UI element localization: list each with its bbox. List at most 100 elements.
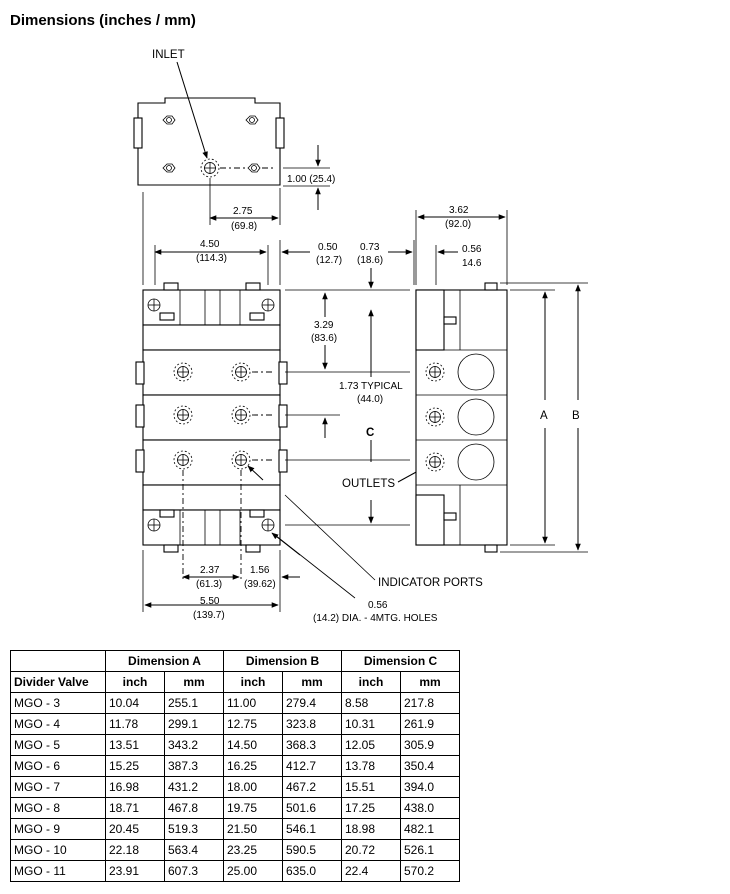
hex-bolt-icon bbox=[247, 163, 261, 173]
dim-237-in-label: 2.37 bbox=[200, 565, 220, 576]
table-cell: 13.78 bbox=[341, 755, 401, 777]
table-cell: 501.6 bbox=[282, 797, 342, 819]
table-cell: 11.78 bbox=[105, 713, 165, 735]
table-cell: 607.3 bbox=[164, 860, 224, 882]
table-cell: 14.50 bbox=[223, 734, 283, 756]
dim-156-mm-label: (39.62) bbox=[244, 579, 276, 590]
table-cell: 412.7 bbox=[282, 755, 342, 777]
table-cell: 10.04 bbox=[105, 692, 165, 714]
mounting-hole-icon bbox=[147, 518, 161, 532]
table-unit-header: mm bbox=[164, 671, 224, 693]
table-unit-header: inch bbox=[341, 671, 401, 693]
table-cell: 438.0 bbox=[400, 797, 460, 819]
table-cell: 8.58 bbox=[341, 692, 401, 714]
outlet-port-icon bbox=[425, 362, 445, 382]
table-cell: 25.00 bbox=[223, 860, 283, 882]
table-cell: 467.2 bbox=[282, 776, 342, 798]
outlet-port-icon bbox=[173, 362, 193, 382]
outlet-port-icon bbox=[231, 362, 251, 382]
dim-173-mm-label: (44.0) bbox=[357, 394, 383, 405]
dim-237-mm-label: (61.3) bbox=[196, 579, 222, 590]
dim-inlet-offset-label: 1.00 (25.4) bbox=[287, 174, 335, 185]
table-cell: 526.1 bbox=[400, 839, 460, 861]
dim-050-in-label: 0.50 bbox=[318, 242, 338, 253]
table-cell: 23.91 bbox=[105, 860, 165, 882]
dim-a-label: A bbox=[540, 410, 548, 422]
table-cell: 635.0 bbox=[282, 860, 342, 882]
indicator-port-icon bbox=[457, 443, 495, 481]
dim-550-in-label: 5.50 bbox=[200, 596, 220, 607]
table-header-blank bbox=[10, 650, 106, 672]
dim-050-mm-label: (12.7) bbox=[316, 255, 342, 266]
dim-056-side-mm-label: 14.6 bbox=[462, 258, 482, 269]
table-cell: 482.1 bbox=[400, 818, 460, 840]
table-cell: 11.00 bbox=[223, 692, 283, 714]
outlet-port-icon bbox=[425, 452, 445, 472]
table-cell: 13.51 bbox=[105, 734, 165, 756]
table-cell: 394.0 bbox=[400, 776, 460, 798]
table-cell: 467.8 bbox=[164, 797, 224, 819]
table-cell: 12.75 bbox=[223, 713, 283, 735]
table-cell: 299.1 bbox=[164, 713, 224, 735]
mounting-hole-icon bbox=[261, 518, 275, 532]
table-cell: 368.3 bbox=[282, 734, 342, 756]
table-cell: 431.2 bbox=[164, 776, 224, 798]
dim-329-mm-label: (83.6) bbox=[311, 333, 337, 344]
table-cell: 546.1 bbox=[282, 818, 342, 840]
table-cell: 343.2 bbox=[164, 734, 224, 756]
inlet-port-icon bbox=[200, 158, 220, 178]
table-cell: 12.05 bbox=[341, 734, 401, 756]
table-cell: MGO - 11 bbox=[10, 860, 106, 882]
table-cell: 22.4 bbox=[341, 860, 401, 882]
dim-275-mm-label: (69.8) bbox=[231, 221, 257, 232]
table-cell: 590.5 bbox=[282, 839, 342, 861]
table-cell: 305.9 bbox=[400, 734, 460, 756]
table-unit-header: inch bbox=[105, 671, 165, 693]
outlet-port-icon bbox=[173, 450, 193, 470]
table-cell: 563.4 bbox=[164, 839, 224, 861]
dim-056-side-in-label: 0.56 bbox=[462, 244, 482, 255]
page-title: Dimensions (inches / mm) bbox=[10, 12, 196, 29]
table-cell: 21.50 bbox=[223, 818, 283, 840]
dimension-drawing: INLET 1.00 (25.4) 2.75 (69.8) 4.50 (114.… bbox=[133, 49, 588, 624]
dim-450-in-label: 4.50 bbox=[200, 239, 220, 250]
outlet-port-icon bbox=[173, 405, 193, 425]
dim-450-mm-label: (114.3) bbox=[196, 253, 227, 264]
table-cell: 20.72 bbox=[341, 839, 401, 861]
side-view: 3.62 (92.0) 0.56 14.6 A B bbox=[415, 205, 588, 553]
outlet-port-icon bbox=[231, 450, 251, 470]
dim-173-in-label: 1.73 TYPICAL bbox=[339, 381, 403, 392]
table-cell: 255.1 bbox=[164, 692, 224, 714]
indicator-port-icon bbox=[457, 353, 495, 391]
table-cell: 22.18 bbox=[105, 839, 165, 861]
table-unit-header: inch bbox=[223, 671, 283, 693]
table-cell: 18.98 bbox=[341, 818, 401, 840]
table-cell: MGO - 3 bbox=[10, 692, 106, 714]
dim-275-in-label: 2.75 bbox=[233, 206, 253, 217]
hex-bolt-icon bbox=[245, 115, 259, 125]
dim-362-in-label: 3.62 bbox=[449, 205, 469, 216]
table-cell: 15.51 bbox=[341, 776, 401, 798]
indicator-ports-label: INDICATOR PORTS bbox=[378, 577, 483, 589]
table-cell: MGO - 10 bbox=[10, 839, 106, 861]
top-view: INLET 1.00 (25.4) 2.75 (69.8) bbox=[133, 49, 335, 232]
table-header-row: Divider Valve inch mm inch mm inch mm bbox=[10, 671, 460, 693]
dim-550-mm-label: (139.7) bbox=[193, 610, 225, 621]
table-cell: 519.3 bbox=[164, 818, 224, 840]
table-group-header: Dimension A bbox=[105, 650, 224, 672]
outlet-port-icon bbox=[231, 405, 251, 425]
table-cell: 19.75 bbox=[223, 797, 283, 819]
table-cell: 16.98 bbox=[105, 776, 165, 798]
table-cell: 18.00 bbox=[223, 776, 283, 798]
table-cell: MGO - 9 bbox=[10, 818, 106, 840]
table-cell: 17.25 bbox=[341, 797, 401, 819]
table-header-row: Dimension A Dimension B Dimension C bbox=[10, 650, 460, 672]
hex-bolt-icon bbox=[162, 115, 176, 125]
table-unit-header: mm bbox=[282, 671, 342, 693]
